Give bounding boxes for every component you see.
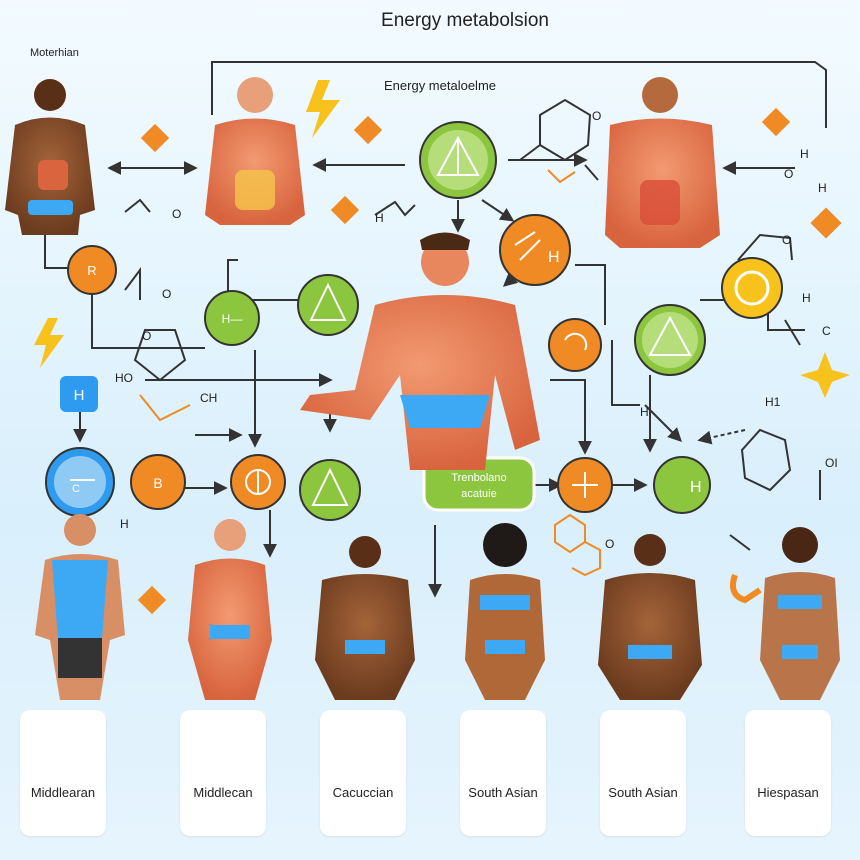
svg-text:H: H bbox=[548, 249, 560, 266]
node-blue-square[interactable]: H bbox=[60, 376, 98, 412]
svg-text:H: H bbox=[800, 147, 809, 161]
orange-ring bbox=[554, 513, 601, 577]
sparkle-icon bbox=[800, 352, 850, 398]
population-label: Middlearan bbox=[30, 785, 96, 800]
node-green-triangle-bottom[interactable] bbox=[299, 459, 361, 521]
population-label-card: Middlearan bbox=[20, 710, 106, 836]
lightning-icon bbox=[306, 80, 340, 138]
svg-text:R: R bbox=[87, 263, 96, 278]
svg-text:H: H bbox=[690, 479, 702, 496]
arrow-chem-to-node bbox=[697, 429, 746, 445]
population-label: Cacuccian bbox=[332, 785, 394, 800]
population-label: South Asian bbox=[608, 785, 678, 800]
node-green-h[interactable]: H bbox=[653, 456, 711, 514]
figure-top-center bbox=[205, 77, 305, 225]
figure-bottom-1 bbox=[35, 514, 125, 700]
lightning-icon bbox=[34, 318, 64, 368]
figure-bottom-2 bbox=[188, 519, 272, 700]
population-label: Hiespasan bbox=[757, 785, 819, 800]
svg-text:Trenbolano: Trenbolano bbox=[451, 472, 506, 484]
svg-text:C: C bbox=[72, 483, 80, 495]
figure-bottom-6 bbox=[730, 527, 840, 700]
svg-text:O: O bbox=[142, 329, 151, 343]
svg-text:O: O bbox=[162, 287, 171, 301]
svg-text:H1: H1 bbox=[765, 395, 781, 409]
arrow-to-orange-top bbox=[481, 199, 515, 222]
figure-top-left bbox=[5, 79, 95, 235]
corner-label: Moterhian bbox=[30, 47, 79, 59]
arrow-orange-down bbox=[550, 379, 592, 455]
node-green-triangle-top[interactable] bbox=[419, 121, 497, 199]
svg-text:H—: H— bbox=[222, 312, 243, 326]
chem-labels: O O O O HO CH H H H O H O H H C H1 OI O bbox=[115, 109, 838, 551]
svg-text:H: H bbox=[640, 405, 649, 419]
node-green-left[interactable]: H— bbox=[204, 290, 260, 346]
population-label: Middlecan bbox=[193, 785, 253, 800]
node-green-triangle-right[interactable] bbox=[634, 304, 706, 376]
svg-text:O: O bbox=[172, 207, 181, 221]
diagram-title: Energy metabolsion bbox=[381, 10, 549, 31]
svg-text:CH: CH bbox=[200, 391, 217, 405]
orange-top-link bbox=[575, 264, 606, 325]
svg-text:O: O bbox=[782, 233, 791, 247]
figure-center-bodybuilder bbox=[300, 232, 540, 470]
svg-text:H: H bbox=[802, 291, 811, 305]
svg-text:H: H bbox=[375, 211, 384, 225]
population-label-card: South Asian bbox=[460, 710, 546, 836]
population-label: South Asian bbox=[468, 785, 538, 800]
node-orange-mid[interactable] bbox=[548, 318, 602, 372]
chem-structures bbox=[124, 98, 821, 551]
node-orange-top[interactable]: H bbox=[499, 214, 571, 286]
svg-text:B: B bbox=[153, 475, 162, 491]
node-orange-left[interactable]: R bbox=[67, 245, 117, 295]
figure-bottom-5 bbox=[598, 534, 702, 700]
diamond-icon bbox=[761, 107, 791, 137]
node-blue-circle[interactable]: C bbox=[45, 447, 115, 517]
population-label-card: Cacuccian bbox=[320, 710, 406, 836]
svg-text:OI: OI bbox=[825, 456, 838, 470]
svg-text:HO: HO bbox=[115, 371, 133, 385]
svg-text:acatuie: acatuie bbox=[461, 488, 496, 500]
population-label-card: Hiespasan bbox=[745, 710, 831, 836]
figure-bottom-4 bbox=[465, 523, 545, 700]
figure-bottom-3 bbox=[315, 536, 415, 700]
green-left-hook bbox=[227, 259, 238, 305]
svg-text:O: O bbox=[605, 537, 614, 551]
svg-text:H: H bbox=[818, 181, 827, 195]
orange-left-link bbox=[91, 292, 205, 349]
figure-top-right bbox=[605, 77, 720, 248]
population-label-card: South Asian bbox=[600, 710, 686, 836]
diamond-icon bbox=[330, 195, 360, 225]
benzene-ring bbox=[539, 98, 592, 162]
population-label-card: Middlecan bbox=[180, 710, 266, 836]
node-yellow-ring[interactable] bbox=[721, 257, 783, 319]
svg-text:O: O bbox=[784, 167, 793, 181]
diamond-icon bbox=[140, 123, 170, 153]
svg-text:H: H bbox=[120, 517, 129, 531]
top-frame-line bbox=[211, 61, 827, 128]
node-orange-bottom-right[interactable] bbox=[557, 457, 613, 513]
center-badge[interactable]: Trenbolano acatuie bbox=[422, 456, 536, 512]
svg-text:C: C bbox=[822, 324, 831, 338]
node-orange-bottom-left[interactable] bbox=[230, 454, 286, 510]
diamond-icon bbox=[810, 207, 842, 239]
svg-text:O: O bbox=[592, 109, 601, 123]
node-orange-b[interactable]: B bbox=[130, 454, 186, 510]
diagram-subtitle: Energy metaloelme bbox=[384, 78, 496, 93]
diamond-icon bbox=[137, 585, 167, 615]
node-green-triangle-mid[interactable] bbox=[297, 274, 359, 336]
svg-text:H: H bbox=[74, 387, 85, 404]
left-drop-line bbox=[44, 220, 68, 269]
diamond-icon bbox=[353, 115, 383, 145]
mid-right-link bbox=[611, 340, 640, 406]
